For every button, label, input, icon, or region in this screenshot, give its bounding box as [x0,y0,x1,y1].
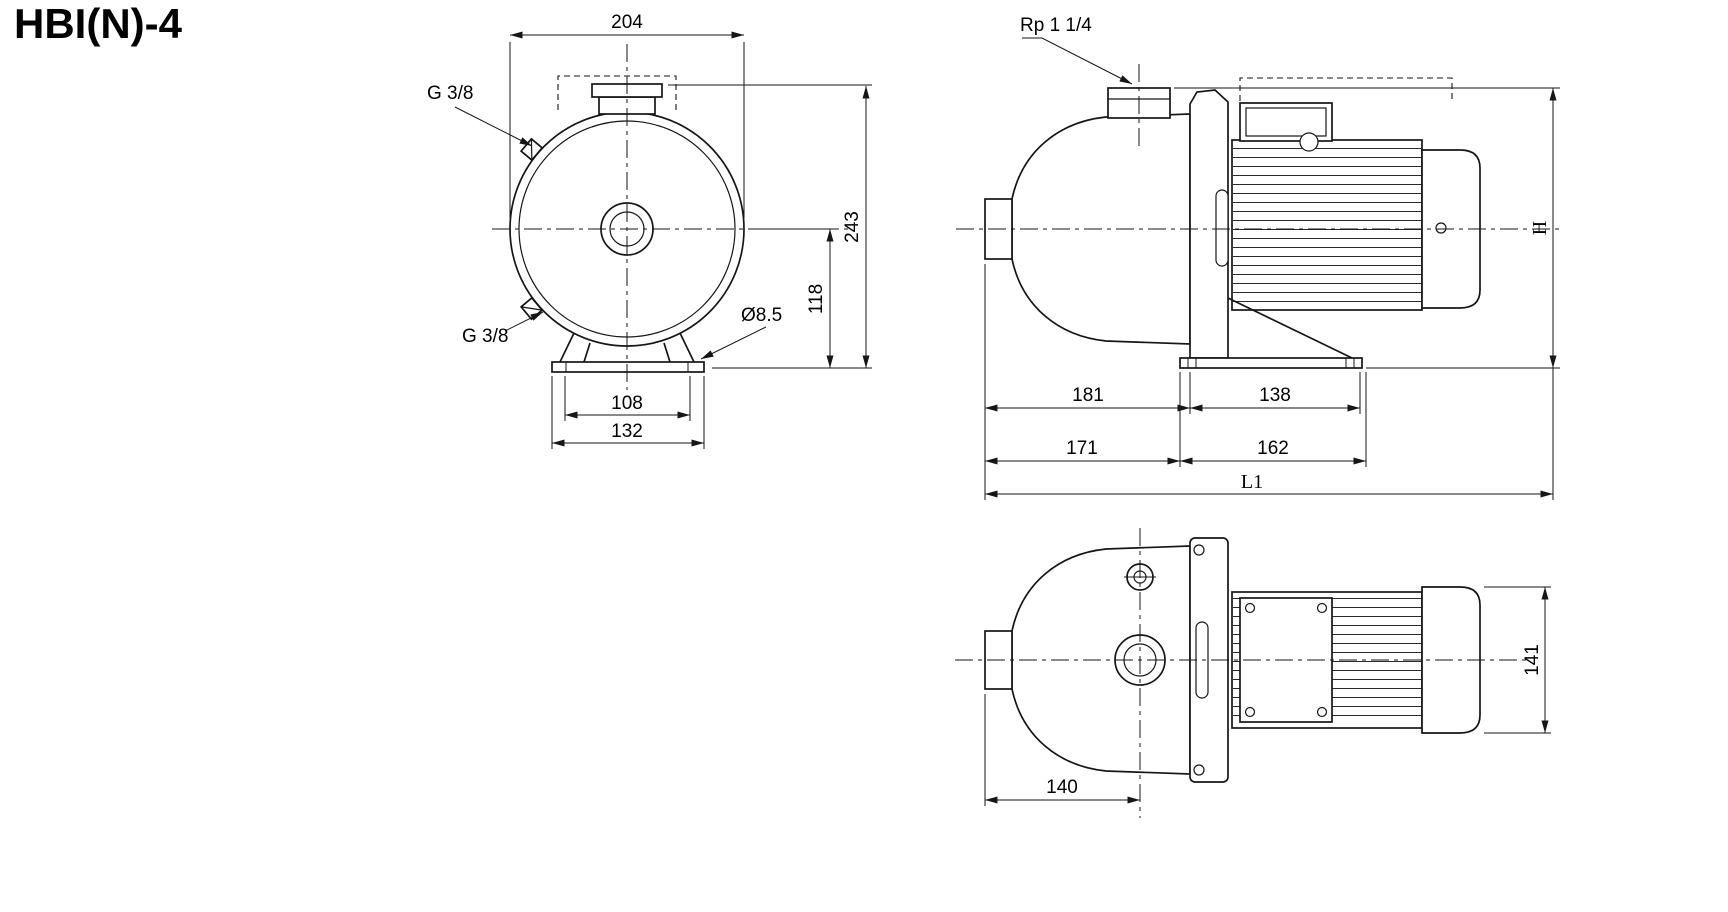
foot-holes [1187,358,1355,368]
leader-g38-upper [454,106,533,147]
mounting-foot [1179,357,1363,369]
leader-hole-dia [700,326,767,360]
side-view: Rp 1 1/4 181 138 171 162 L1 H [956,15,1564,500]
extension-lines [509,42,872,449]
base-plate [551,361,705,373]
terminal-box-screw [1244,706,1256,718]
terminal-box-lid [1245,107,1327,137]
dim-front-to-foot-label: 171 [1066,438,1098,459]
base-plate-holes [565,362,689,372]
dim-center-height-label: 118 [806,284,827,314]
dim-base-width-label: 132 [611,421,643,442]
side-view-dimensions: Rp 1 1/4 181 138 171 162 L1 H [984,15,1560,500]
top-view-centerlines [955,528,1528,818]
extension-lines [984,87,1560,500]
dim-hole-diameter-label: Ø8.5 [741,305,782,326]
front-view: 204 G 3/8 G 3/8 243 118 Ø8.5 108 132 [427,12,872,449]
dim-foot-span-label: 162 [1257,438,1289,459]
dim-foot-length-label: 138 [1259,385,1291,406]
terminal-box-screw [1316,706,1328,718]
cable-gland [1299,132,1319,152]
dim-front-to-axis-label: 140 [1046,777,1078,798]
hidden-outline [557,75,677,110]
top-view: 140 141 [955,528,1551,818]
side-view-geometry [984,77,1481,369]
dim-base-holes-label: 108 [611,393,643,414]
side-port-lower [519,296,544,321]
port-lower-label: G 3/8 [462,326,508,347]
terminal-box-screw [1316,602,1328,614]
port-upper-label: G 3/8 [427,83,473,104]
hidden-outline [1239,77,1453,101]
page-title: HBI(N)-4 [14,0,182,47]
dim-overall-width-label: 204 [611,12,643,33]
leader-g38-lower [504,311,544,332]
port-top-label: Rp 1 1/4 [1020,15,1092,36]
support-legs [559,332,695,363]
bracket-hole-top [1193,544,1205,556]
dim-front-to-flange-label: 181 [1072,385,1104,406]
front-view-dimensions: 204 G 3/8 G 3/8 243 118 Ø8.5 108 132 [427,12,872,449]
dim-overall-length-label: L1 [1241,471,1263,493]
terminal-box-screw [1244,602,1256,614]
extension-lines [984,586,1551,806]
dim-overall-height-label: 243 [842,211,863,243]
top-view-dimensions: 140 141 [984,586,1551,806]
bracket-hole-bottom [1193,764,1205,776]
terminal-box [1239,102,1333,142]
foot-brace [1227,297,1353,359]
side-view-centerlines [956,64,1564,230]
dim-motor-width-label: 141 [1522,644,1543,676]
bracket-slot [1215,189,1229,267]
motor-fins [1233,147,1421,303]
fan-cover-mark [1435,222,1447,234]
leader-rp-port [1022,37,1133,85]
dim-height-label: H [1529,221,1551,235]
